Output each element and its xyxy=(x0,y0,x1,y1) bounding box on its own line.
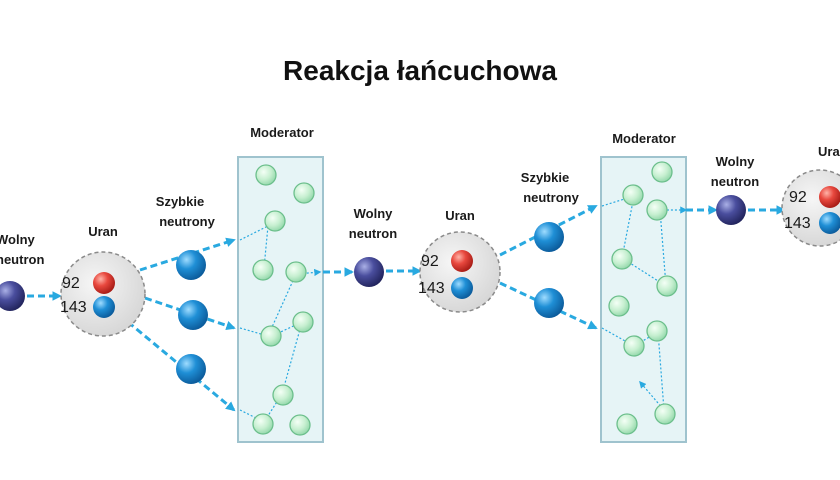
proton-icon xyxy=(451,250,473,272)
slow-neutron-label-1a: Wolny xyxy=(0,232,36,247)
fast-neutrons-label-1a: Szybkie xyxy=(156,194,204,209)
uranium-label-2: Uran xyxy=(445,208,475,223)
slow-neutron-label-2b: neutron xyxy=(349,226,397,241)
fast-neutrons-label-1b: neutrony xyxy=(159,214,215,229)
moderator-label-2: Moderator xyxy=(612,131,676,146)
moderator-particle xyxy=(651,161,673,183)
proton-count: 92 xyxy=(421,253,439,270)
diagram-title: Reakcja łańcuchowa xyxy=(283,55,557,86)
moderator1-path-2 xyxy=(239,268,322,337)
neutron-count: 143 xyxy=(60,299,87,316)
moderator-particle xyxy=(616,413,638,435)
fast-neutrons-label-2b: neutrony xyxy=(523,190,579,205)
moderator-particle xyxy=(608,295,630,317)
neutron-icon xyxy=(451,277,473,299)
moderator-particle xyxy=(292,311,314,333)
fast-neutron-icon xyxy=(176,250,206,280)
uranium-nucleus-3 xyxy=(781,169,840,247)
neutron-icon xyxy=(93,296,115,318)
uranium-label-3: Uran xyxy=(818,144,840,159)
moderator-particle xyxy=(255,164,277,186)
fast-neutrons-label-2a: Szybkie xyxy=(521,170,569,185)
fast-neutron-icon xyxy=(178,300,208,330)
slow-neutron-label-1b: neutron xyxy=(0,252,44,267)
neutron-icon xyxy=(819,212,840,234)
uranium-nucleus-1 xyxy=(60,251,146,337)
uranium-nucleus-2 xyxy=(419,231,501,313)
slow-neutron-icon xyxy=(354,257,384,287)
arrow-fast-5 xyxy=(499,281,598,330)
moderator-particle xyxy=(611,248,633,270)
slow-neutron-icon xyxy=(716,195,746,225)
fast-neutron-icon xyxy=(176,354,206,384)
slow-neutron-label-3a: Wolny xyxy=(716,154,756,169)
uranium-label-1: Uran xyxy=(88,224,118,239)
moderator-particle xyxy=(289,414,311,436)
moderator-particle xyxy=(264,210,286,232)
moderator-particle xyxy=(293,182,315,204)
moderator-particle xyxy=(260,325,282,347)
moderator-particle xyxy=(252,413,274,435)
proton-icon xyxy=(819,186,840,208)
moderator-particle xyxy=(646,320,668,342)
slow-neutron-label-2a: Wolny xyxy=(354,206,394,221)
moderator-particle xyxy=(656,275,678,297)
fast-neutron-icon xyxy=(534,288,564,318)
moderator-particle xyxy=(622,184,644,206)
moderator-particle xyxy=(646,199,668,221)
moderator-particle xyxy=(272,384,294,406)
moderator-particle xyxy=(654,403,676,425)
neutron-count: 143 xyxy=(418,280,445,297)
proton-count: 92 xyxy=(789,189,807,206)
fast-neutron-icon xyxy=(534,222,564,252)
moderator-particle xyxy=(252,259,274,281)
moderator-label-1: Moderator xyxy=(250,125,314,140)
proton-icon xyxy=(93,272,115,294)
slow-neutron-icon xyxy=(0,281,25,311)
moderator-particle xyxy=(623,335,645,357)
proton-count: 92 xyxy=(62,275,80,292)
arrow-fast-4 xyxy=(499,204,598,257)
slow-neutron-label-3b: neutron xyxy=(711,174,759,189)
moderator-particle xyxy=(285,261,307,283)
neutron-count: 143 xyxy=(784,215,811,232)
